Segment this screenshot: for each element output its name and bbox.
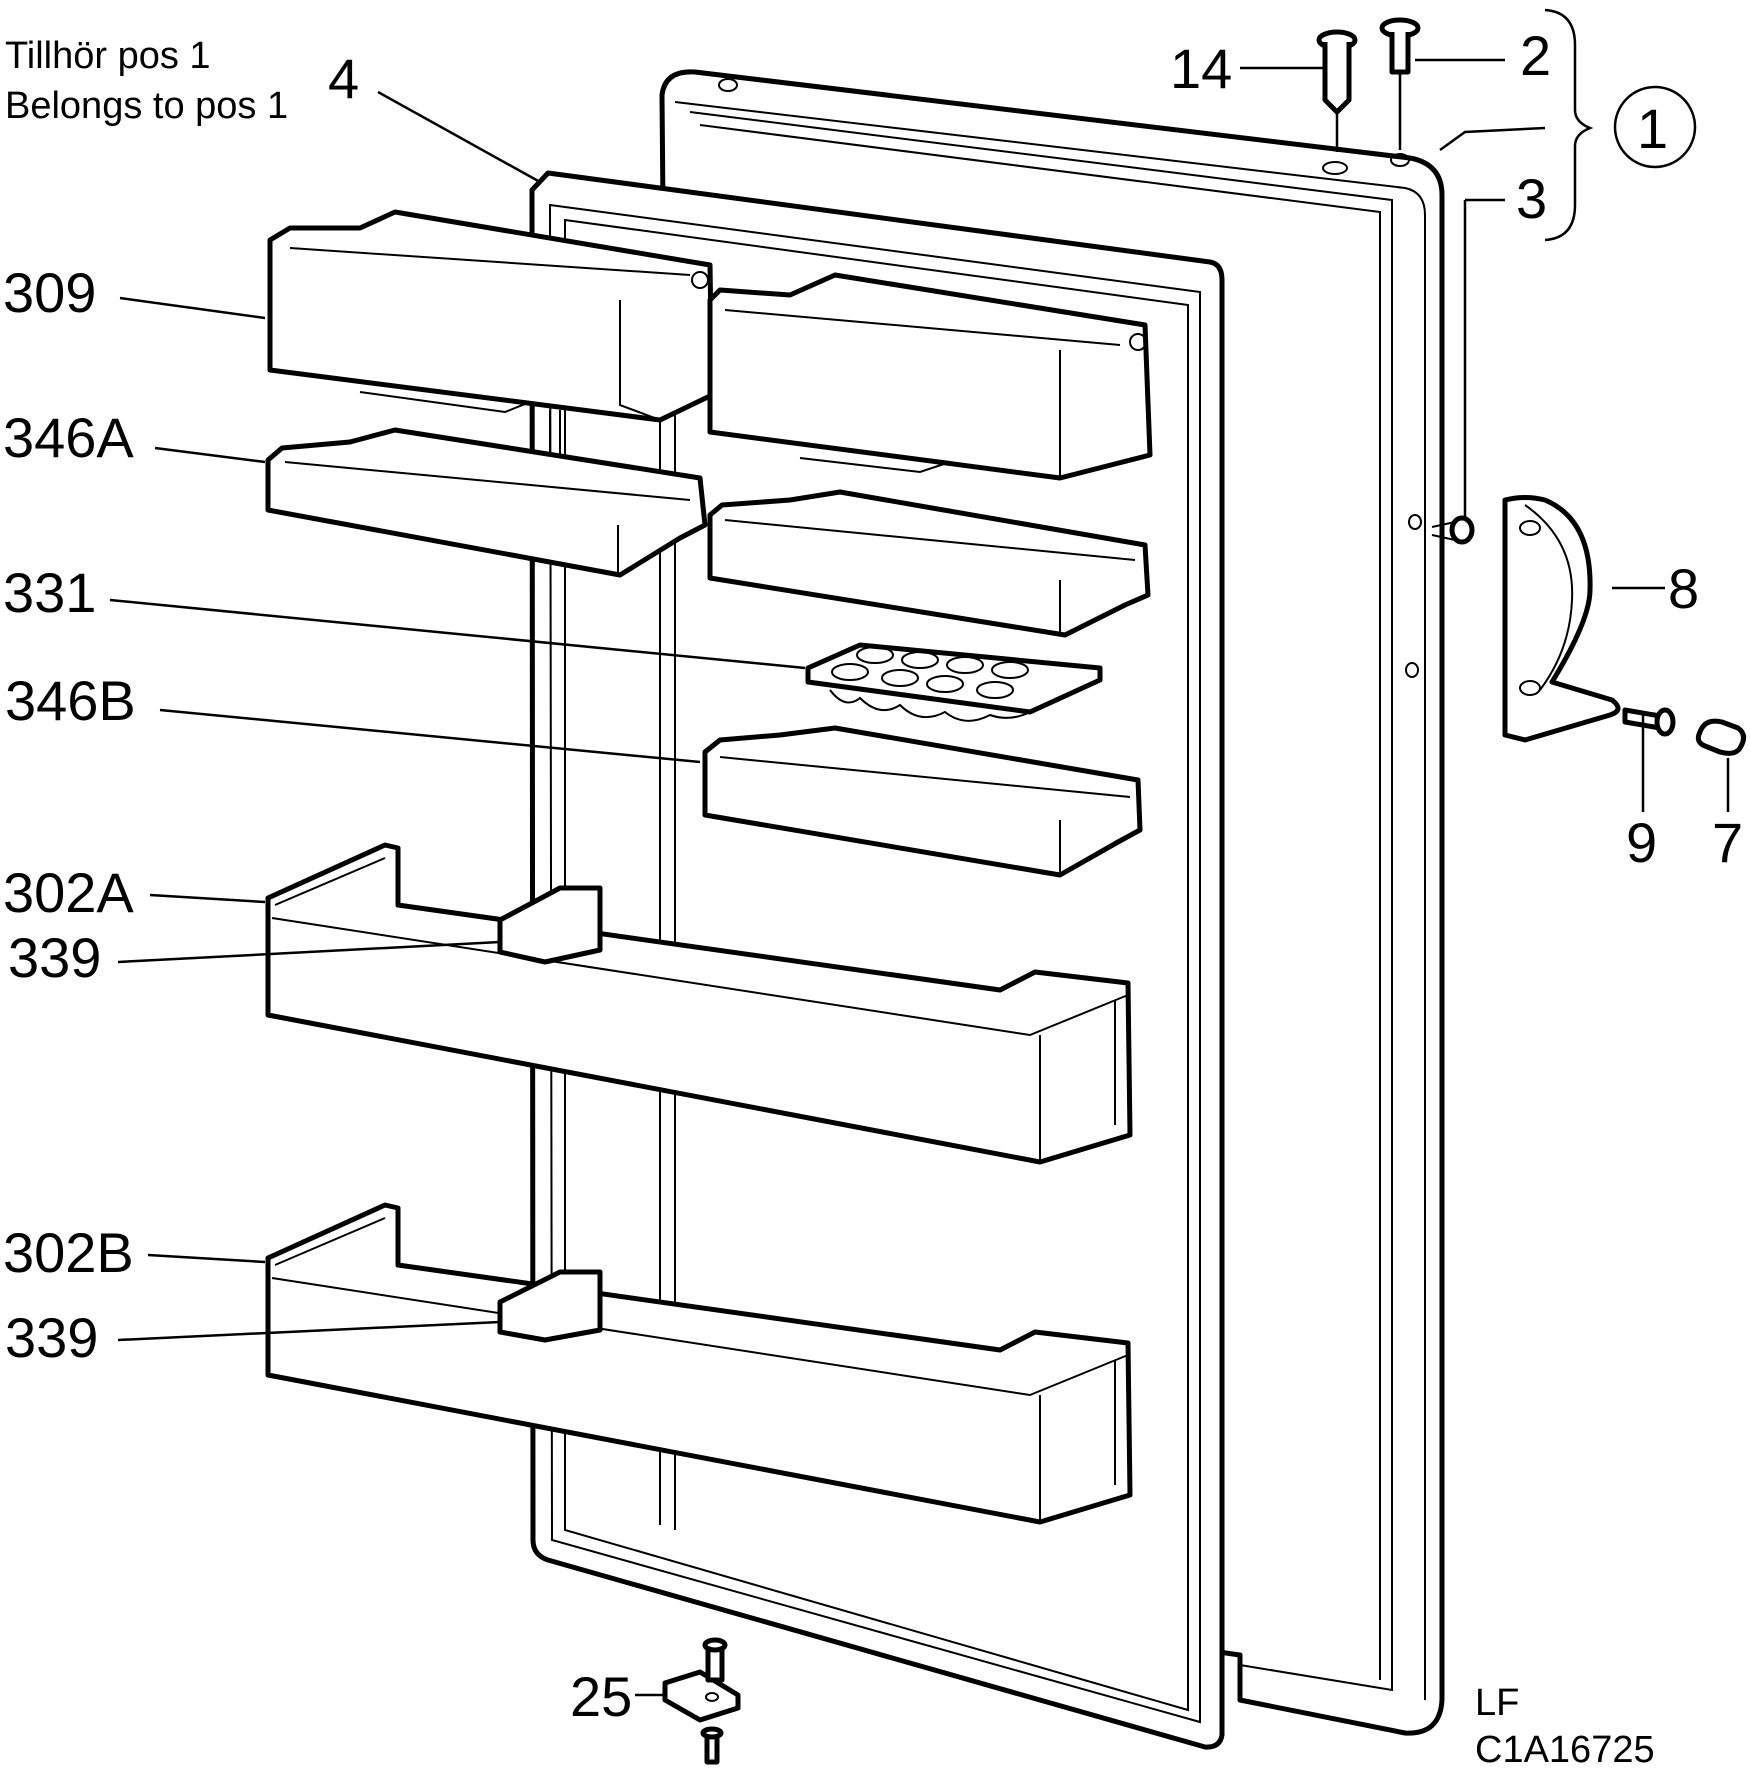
callout-25: 25 (570, 1665, 632, 1728)
egg-tray-331 (805, 642, 1103, 722)
plug-7 (1695, 718, 1746, 756)
callout-3: 3 (1516, 167, 1547, 230)
hinge-pin-2 (1379, 17, 1421, 75)
callout-4: 4 (328, 47, 359, 110)
callout-14: 14 (1170, 37, 1232, 100)
callout-346b: 346B (5, 669, 136, 732)
footer-code-id: C1A16725 (1475, 1729, 1655, 1771)
note-line-1: Tillhör pos 1 (5, 35, 211, 77)
shelf-309-left (267, 209, 715, 423)
screw-9 (1622, 707, 1676, 737)
note-line-2: Belongs to pos 1 (5, 85, 288, 127)
callout-309: 309 (3, 261, 96, 324)
leader-lines (109, 58, 1730, 1697)
callout-9: 9 (1626, 811, 1657, 874)
bottle-rack-302b (265, 1202, 1133, 1525)
hinge-pin-14 (1316, 29, 1358, 115)
bottom-hinge-25 (662, 1637, 741, 1765)
handle-8 (1502, 495, 1621, 743)
shelf-346a-right (707, 489, 1151, 638)
shelf-309-right (707, 272, 1153, 481)
callout-8: 8 (1668, 557, 1699, 620)
callout-346a: 346A (3, 406, 134, 469)
bottle-rack-302a (265, 842, 1133, 1165)
callout-339-upper: 339 (8, 926, 101, 989)
callout-1: 1 (1637, 97, 1668, 160)
pin-3 (1431, 515, 1475, 545)
footer-code-lf: LF (1475, 1682, 1519, 1724)
callout-331: 331 (3, 561, 96, 624)
shelf-346a-left (265, 427, 708, 578)
callout-2: 2 (1520, 24, 1551, 87)
group-1-circle (1613, 85, 1697, 169)
callout-7: 7 (1712, 811, 1743, 874)
callout-302b: 302B (3, 1221, 134, 1284)
callout-339-lower: 339 (5, 1306, 98, 1369)
group-brace (1544, 8, 1594, 242)
callout-302a: 302A (3, 861, 134, 924)
shelf-346b (702, 725, 1143, 878)
